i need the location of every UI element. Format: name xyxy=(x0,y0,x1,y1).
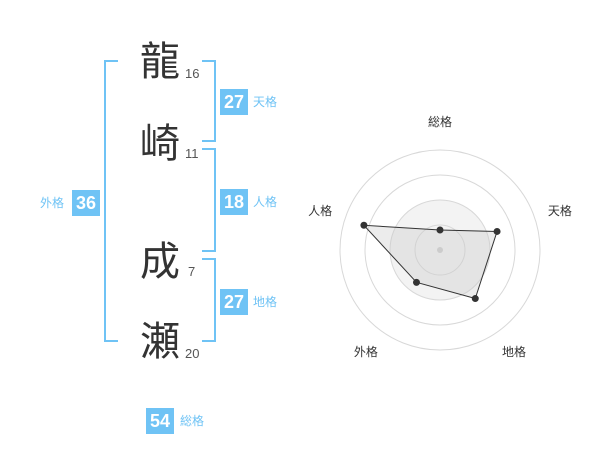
radar-ring-3 xyxy=(364,174,516,326)
radar-axis-label-4: 人格 xyxy=(308,203,332,218)
jinkaku-badge: 18 xyxy=(220,189,248,215)
radar-points xyxy=(360,221,501,303)
jinkaku-label: 人格 xyxy=(253,195,278,209)
stroke-count-3: 7 xyxy=(188,264,196,279)
tenkaku-bracket xyxy=(202,60,216,142)
radar-point-2 xyxy=(471,295,479,303)
radar-point-0 xyxy=(436,226,444,234)
stroke-count-2: 11 xyxy=(185,146,199,161)
radar-point-1 xyxy=(493,227,501,235)
chikaku-badge: 27 xyxy=(220,289,248,315)
radar-point-3 xyxy=(412,278,420,286)
radar-center xyxy=(437,247,443,253)
soukaku-label: 総格 xyxy=(180,414,205,428)
tenkaku-label: 天格 xyxy=(253,95,278,109)
radar-axis-label-3: 外格 xyxy=(354,344,378,359)
stroke-count-1: 16 xyxy=(185,66,200,81)
radar-axis-label-1: 天格 xyxy=(548,203,572,218)
name-char-4: 瀬 xyxy=(140,319,180,365)
radar-area xyxy=(362,224,498,300)
gaikaku-badge: 36 xyxy=(72,190,100,216)
jinkaku-bracket xyxy=(202,148,216,252)
gaikaku-label: 外格 xyxy=(40,196,65,210)
soukaku-badge: 54 xyxy=(146,408,174,434)
radar-point-4 xyxy=(360,221,368,229)
stroke-count-4: 20 xyxy=(185,346,200,361)
tenkaku-badge: 27 xyxy=(220,89,248,115)
name-char-2: 崎 xyxy=(140,121,180,167)
name-char-3: 成 xyxy=(140,239,180,285)
radar-axis-label-0: 総格 xyxy=(428,114,452,129)
radar-axis-label-2: 地格 xyxy=(502,344,526,359)
chikaku-bracket xyxy=(202,258,216,342)
radar-ring-4 xyxy=(339,149,541,351)
name-char-1: 龍 xyxy=(140,39,180,85)
outer-bracket xyxy=(104,60,118,342)
chikaku-label: 地格 xyxy=(253,295,278,309)
